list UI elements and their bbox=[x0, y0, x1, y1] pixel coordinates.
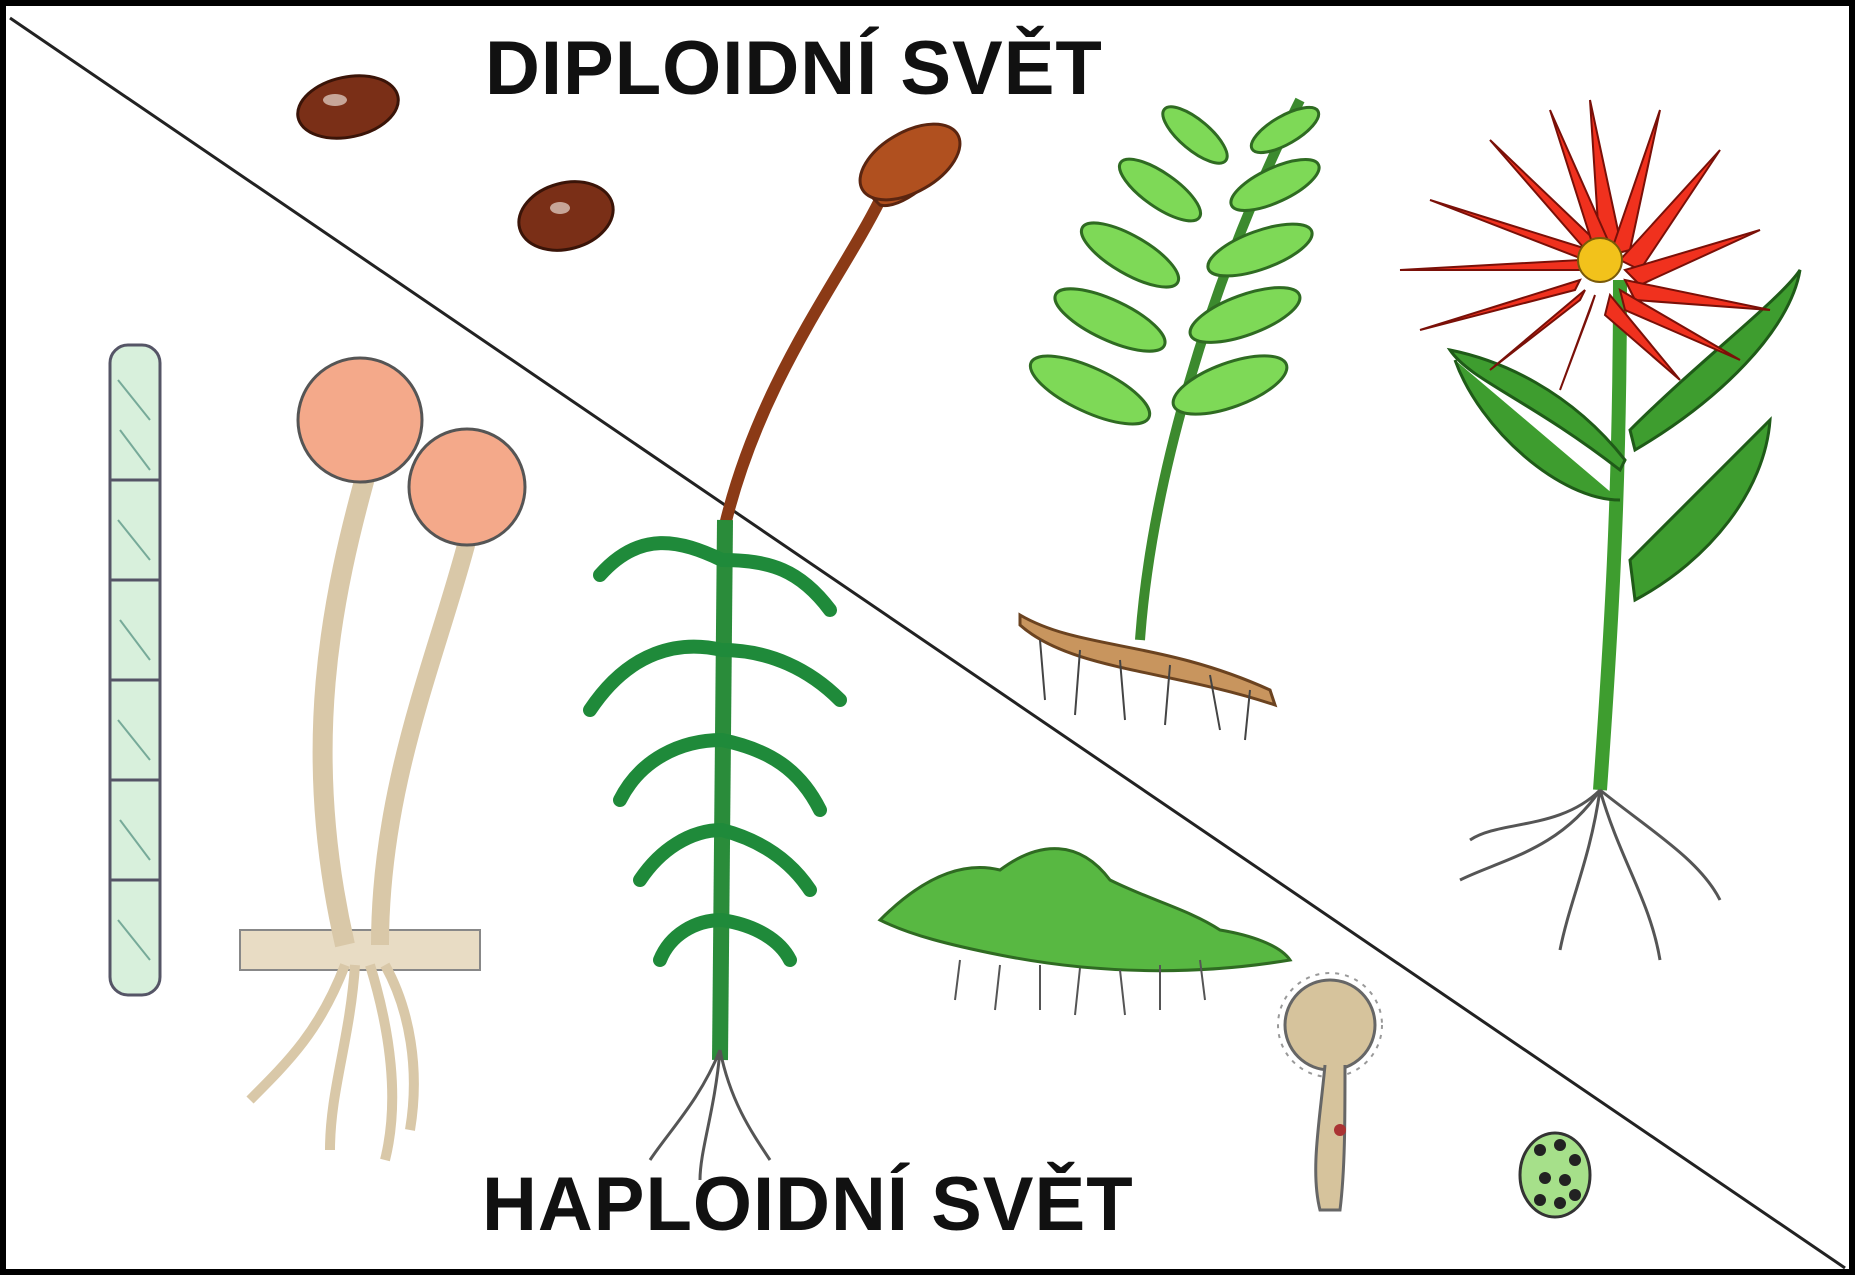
algae-filament-icon bbox=[110, 345, 160, 995]
embryo-sac-icon bbox=[1520, 1133, 1590, 1217]
diploid-world-label: DIPLOIDNÍ SVĚT bbox=[485, 24, 1103, 114]
haploid-world-label: HAPLOIDNÍ SVĚT bbox=[482, 1160, 1134, 1250]
border bbox=[3, 3, 1852, 1272]
